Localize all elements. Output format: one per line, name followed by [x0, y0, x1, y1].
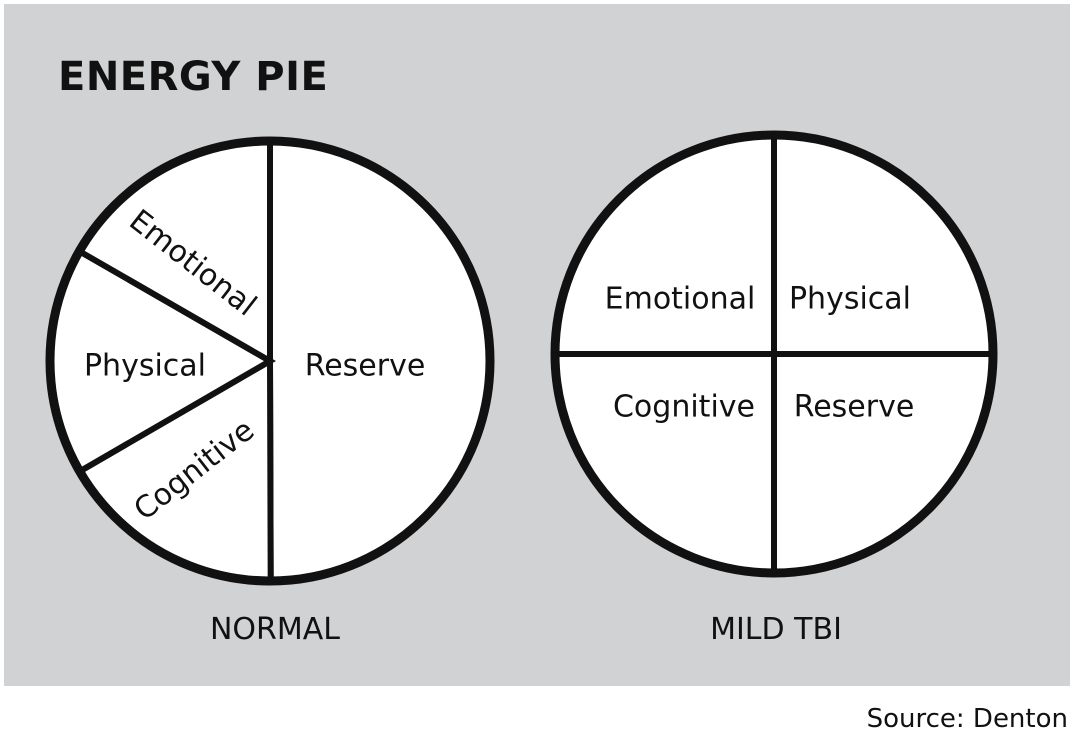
mild-tbi-caption: MILD TBI — [710, 612, 842, 647]
slice-label-emotional: Emotional — [605, 282, 756, 317]
figure-title: ENERGY PIE — [58, 54, 329, 100]
slice-label-cognitive: Cognitive — [613, 390, 755, 425]
slice-label-reserve: Reserve — [305, 349, 426, 384]
slice-label-reserve: Reserve — [794, 390, 915, 425]
slice-label-physical: Physical — [84, 349, 206, 384]
pie-outline — [45, 136, 495, 586]
slice-label-physical: Physical — [789, 282, 911, 317]
pie-outline — [550, 130, 998, 578]
normal-caption: NORMAL — [209, 612, 341, 647]
source-note: Source: Denton — [866, 704, 1068, 734]
